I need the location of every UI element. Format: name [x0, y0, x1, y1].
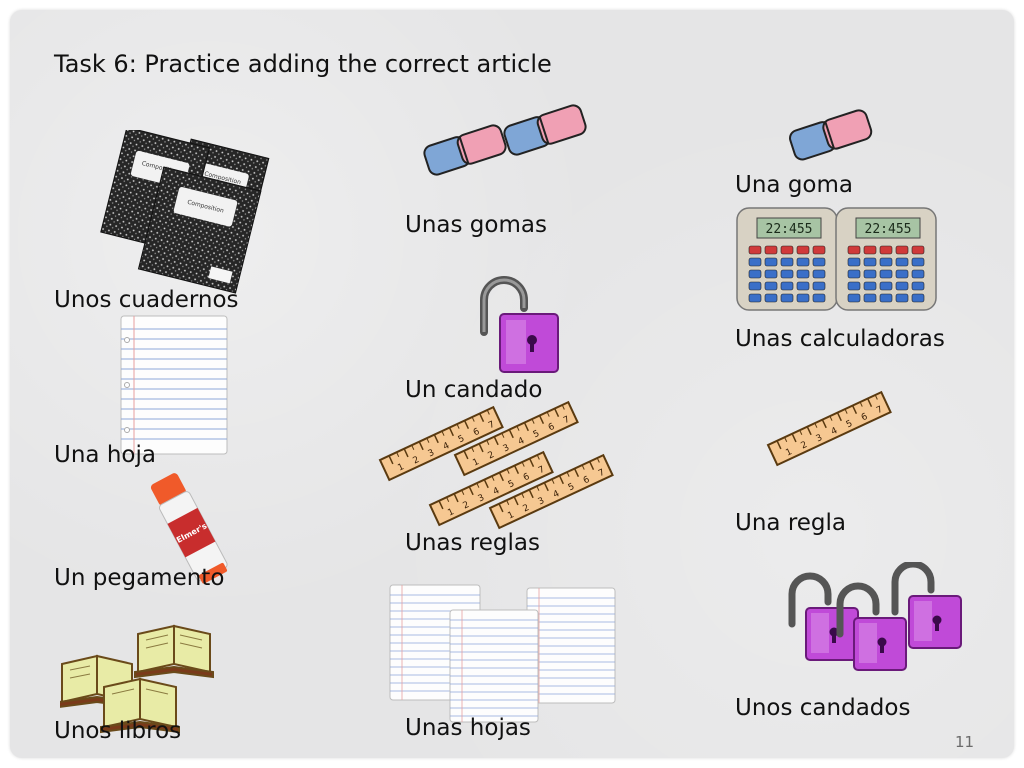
svg-text:6: 6: [547, 422, 557, 434]
svg-text:5: 5: [532, 429, 541, 440]
label-una-goma: Una goma: [735, 172, 853, 198]
svg-text:3: 3: [537, 496, 546, 507]
label-unos-libros: Unos libros: [54, 718, 182, 744]
svg-text:5: 5: [567, 482, 576, 493]
svg-text:7: 7: [487, 420, 496, 431]
label-unas-gomas: Unas gomas: [405, 212, 547, 238]
svg-text:4: 4: [830, 426, 840, 438]
svg-text:1: 1: [506, 510, 515, 521]
svg-text:5: 5: [845, 419, 854, 430]
padlocks-icon: [788, 562, 962, 671]
svg-text:1: 1: [396, 462, 405, 473]
svg-text:1: 1: [471, 457, 480, 468]
svg-text:4: 4: [442, 441, 452, 453]
svg-text:3: 3: [427, 448, 436, 459]
sheet-of-paper-icon: [120, 315, 228, 455]
slide-title: Task 6: Practice adding the correct arti…: [54, 50, 552, 78]
svg-text:4: 4: [492, 486, 502, 498]
svg-text:2: 2: [800, 440, 809, 451]
notebooks-icon: Composition Composition Composition: [100, 130, 270, 294]
label-unos-candados: Unos candados: [735, 695, 911, 721]
label-una-regla: Una regla: [735, 510, 847, 536]
svg-text:4: 4: [552, 489, 562, 501]
svg-text:7: 7: [537, 465, 546, 476]
label-un-pegamento: Un pegamento: [54, 565, 225, 591]
label-unas-hojas: Unas hojas: [405, 715, 531, 741]
svg-text:1: 1: [446, 507, 455, 518]
svg-text:3: 3: [477, 493, 486, 504]
svg-text:3: 3: [502, 443, 511, 454]
svg-text:5: 5: [457, 434, 466, 445]
svg-text:7: 7: [562, 415, 571, 426]
svg-text:6: 6: [860, 412, 870, 424]
svg-text:2: 2: [462, 500, 471, 511]
label-unas-reglas: Unas reglas: [405, 530, 540, 556]
svg-text:6: 6: [582, 475, 592, 487]
svg-text:1: 1: [784, 447, 793, 458]
label-unos-cuadernos: Unos cuadernos: [54, 287, 239, 313]
svg-text:2: 2: [487, 450, 496, 461]
label-un-candado: Un candado: [405, 377, 543, 403]
svg-text:22:455: 22:455: [766, 222, 813, 237]
label-una-hoja: Una hoja: [54, 442, 156, 468]
svg-text:2: 2: [412, 455, 421, 466]
glue-stick-icon: Elmer's: [150, 473, 228, 584]
svg-text:6: 6: [472, 427, 482, 439]
open-books-icon: [60, 624, 214, 734]
eraser-icon: [789, 109, 873, 161]
page-number: 11: [955, 733, 975, 751]
sheets-of-paper-icon: [389, 584, 616, 723]
erasers-icon: [423, 104, 587, 176]
slide: Task 6: Practice adding the correct arti…: [10, 10, 1014, 758]
svg-text:7: 7: [875, 405, 884, 416]
svg-text:7: 7: [597, 468, 606, 479]
padlock-icon: [480, 276, 559, 373]
svg-text:2: 2: [522, 503, 531, 514]
svg-text:5: 5: [507, 479, 516, 490]
svg-text:22:455: 22:455: [865, 222, 912, 237]
label-unas-calculadoras: Unas calculadoras: [735, 326, 945, 352]
calculators-icon: 22:455 22:455: [736, 207, 937, 311]
svg-text:4: 4: [517, 436, 527, 448]
svg-text:6: 6: [522, 472, 532, 484]
svg-text:3: 3: [815, 433, 824, 444]
